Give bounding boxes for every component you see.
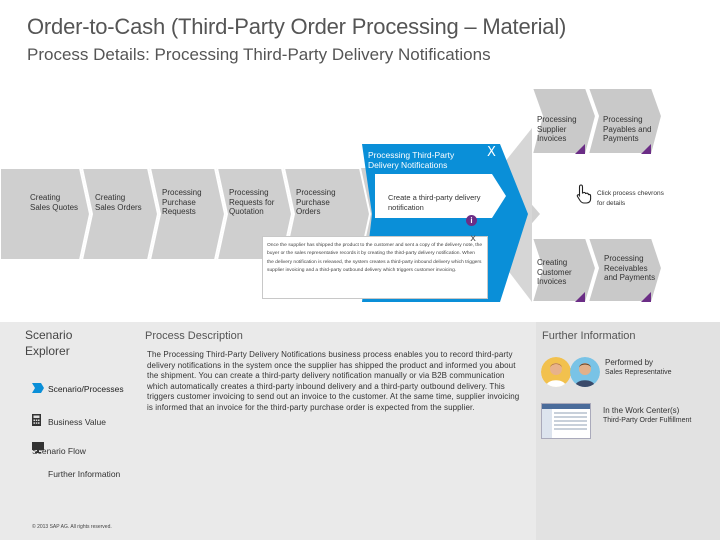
chevron-customer-invoices[interactable] — [530, 237, 598, 303]
chevron-receivables[interactable] — [586, 237, 664, 303]
chevron-sales-quotes[interactable] — [0, 167, 92, 261]
pointing-hand-icon — [576, 184, 592, 204]
step-label-rfq: Processing Requests for Quotation — [229, 188, 275, 216]
step-label-orders: Creating Sales Orders — [95, 193, 142, 212]
further-information-panel: Further Information Performed by Sales R… — [536, 322, 720, 540]
task-label[interactable]: Create a third-party delivery notificati… — [388, 193, 481, 212]
corner-mark — [575, 292, 585, 302]
nav-scenario-processes[interactable]: Scenario/Processes — [48, 384, 124, 394]
active-step-label: Processing Third-Party Delivery Notifica… — [368, 150, 455, 170]
corner-mark — [641, 144, 651, 154]
chevron-sales-orders[interactable] — [80, 167, 160, 261]
corner-mark — [575, 144, 585, 154]
chevron-payables[interactable] — [586, 88, 664, 155]
close-tooltip-button[interactable]: x — [470, 233, 476, 244]
avatar — [570, 357, 600, 387]
step-label-customer-invoices: Creating Customer Invoices — [537, 258, 572, 286]
step-label-supplier-invoices: Processing Supplier Invoices — [537, 115, 577, 143]
task-box[interactable] — [375, 174, 506, 218]
chevron-purchase-requests[interactable] — [148, 167, 227, 261]
nav-further-information[interactable]: Further Information — [48, 469, 121, 479]
performed-by-value: Sales Representative — [605, 369, 672, 376]
nav-business-value[interactable]: Business Value — [48, 417, 106, 427]
avatar — [541, 357, 571, 387]
work-center-label: In the Work Center(s) — [603, 406, 680, 415]
click-hint: Click process chevrons for details — [597, 190, 664, 207]
process-flow-icon — [32, 383, 44, 393]
step-label-purchase-orders: Processing Purchase Orders — [296, 188, 336, 216]
close-active-step-button[interactable]: X — [487, 145, 496, 160]
process-flow: Creating Sales Quotes Creating Sales Ord… — [0, 88, 720, 320]
step-label-quotes: Creating Sales Quotes — [30, 193, 79, 212]
step-label-purchase-requests: Processing Purchase Requests — [162, 188, 202, 216]
further-heading: Further Information — [542, 330, 636, 342]
performed-by-label: Performed by — [605, 358, 654, 367]
step-label-receivables: Processing Receivables and Payments — [604, 254, 656, 282]
work-center-screenshot — [541, 403, 591, 439]
page-title: Order-to-Cash (Third-Party Order Process… — [27, 14, 567, 39]
work-center-value: Third-Party Order Fulfillment — [603, 417, 692, 424]
chevron-supplier-invoices[interactable] — [530, 88, 598, 155]
scenario-explorer: Scenario Explorer Scenario/Processes Bus… — [0, 322, 138, 540]
nav-scenario-flow[interactable]: Scenario Flow — [32, 446, 86, 456]
corner-mark — [641, 292, 651, 302]
copyright: © 2013 SAP AG. All rights reserved. — [32, 524, 112, 530]
monitor-icon — [32, 442, 44, 453]
description-heading: Process Description — [145, 330, 243, 342]
page-subtitle: Process Details: Processing Third-Party … — [27, 45, 491, 64]
info-icon — [32, 467, 44, 479]
description-body: The Processing Third-Party Delivery Noti… — [147, 350, 520, 412]
step-label-payables: Processing Payables and Payments — [603, 115, 652, 143]
calculator-icon — [32, 414, 41, 426]
process-description-panel: Process Description The Processing Third… — [138, 322, 536, 540]
tooltip-text: Once the supplier has shipped the produc… — [267, 243, 483, 274]
explorer-title: Scenario Explorer — [25, 328, 73, 358]
info-icon[interactable]: i — [466, 215, 477, 226]
step-tooltip: x Once the supplier has shipped the prod… — [262, 233, 488, 299]
